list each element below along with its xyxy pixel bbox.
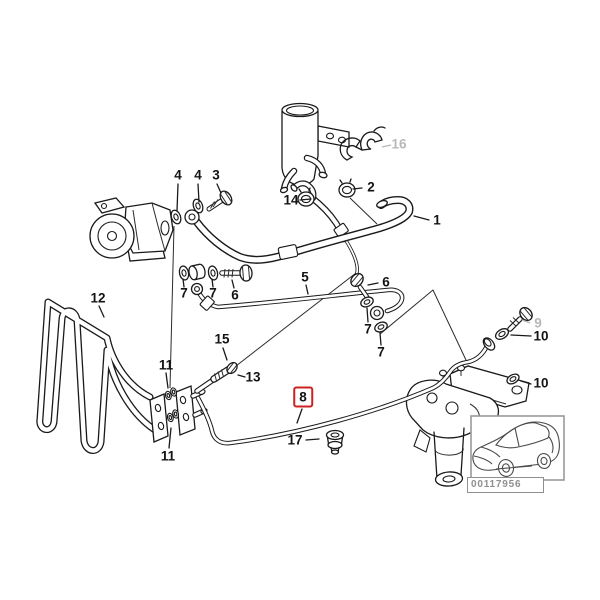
part-label-7c[interactable]: 7 [364,321,372,337]
assembly-guide-lines [165,197,467,389]
part-label-14[interactable]: 14 [283,192,299,208]
spring-clamp-16 [339,126,386,161]
part-label-3[interactable]: 3 [212,167,220,183]
part-label-15[interactable]: 15 [214,331,230,347]
leader-lines [98,144,532,449]
o-ring-set-upper [164,387,178,401]
washer-7-right-lower [374,321,388,333]
suction-hose-1 [184,196,414,264]
elbow-hose-piece [290,180,317,201]
part-label-8-highlighted[interactable]: 8 [293,386,313,408]
part-label-2[interactable]: 2 [367,179,375,195]
expansion-rivet-17 [325,429,345,455]
part-label-13[interactable]: 13 [245,369,261,385]
banjo-bolt-6-left [219,264,253,282]
part-label-1[interactable]: 1 [433,212,441,228]
part-label-10a[interactable]: 10 [533,328,549,344]
washer-4-left [170,209,182,225]
o-ring-set-lower [166,409,180,423]
part-label-11a[interactable]: 11 [158,357,174,373]
union-bushing [188,263,206,281]
part-label-17[interactable]: 17 [287,432,303,448]
part-label-7a[interactable]: 7 [180,285,188,301]
washer-10-lower [506,373,520,385]
hose-clamp-2 [338,178,356,198]
part-label-4a[interactable]: 4 [174,167,182,183]
part-label-5[interactable]: 5 [301,269,309,285]
washer-4-right [192,198,204,214]
pipe-end-fitting [482,337,496,351]
washer-7-left-a [178,265,190,281]
pressure-pipe-5 [190,282,405,314]
part-label-9[interactable]: 9 [534,315,542,331]
washer-7-right-upper [360,296,374,308]
washer-7-left-b [207,265,219,281]
oil-cooler-coil [36,298,162,454]
part-label-6b[interactable]: 6 [382,274,390,290]
banjo-bolt-6-right [350,272,370,300]
fitting-13 [210,361,238,383]
part-label-7d[interactable]: 7 [377,344,385,360]
bolt-3 [206,190,233,212]
part-label-6a[interactable]: 6 [231,287,239,303]
fluid-reservoir [279,102,350,194]
part-label-4b[interactable]: 4 [194,167,202,183]
banjo-eye-right [369,305,385,321]
part-label-16[interactable]: 16 [391,136,407,152]
part-label-11b[interactable]: 11 [160,448,176,464]
bolt-9 [507,306,533,332]
power-steering-pump [89,197,174,262]
part-label-12[interactable]: 12 [90,290,106,306]
part-label-7b[interactable]: 7 [209,285,217,301]
image-id-plate: 00117956 [467,477,544,493]
pipe-15 [194,377,216,394]
part-label-10b[interactable]: 10 [533,375,549,391]
car-inset [470,415,565,481]
return-pipe-8 [195,343,490,446]
